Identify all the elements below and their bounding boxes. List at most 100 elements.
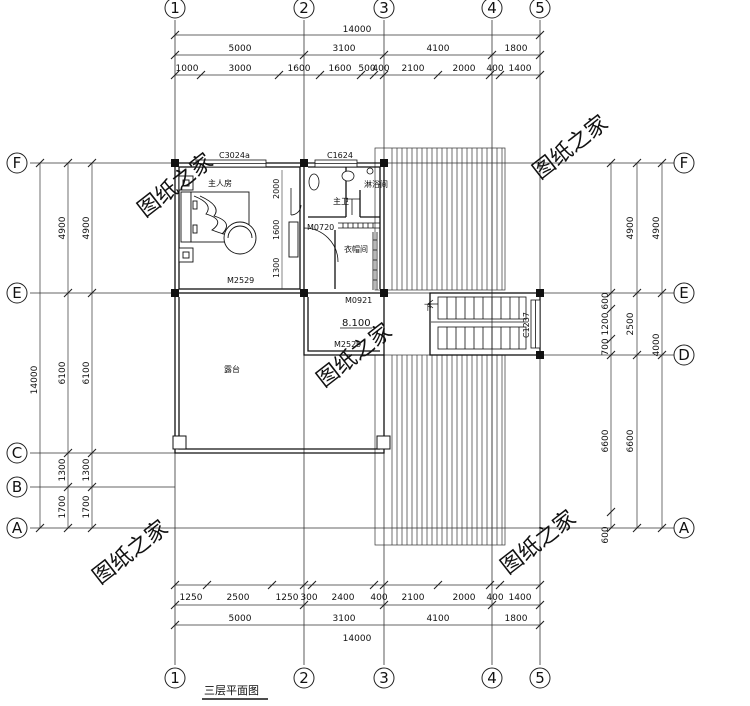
terrace-posts xyxy=(172,435,391,450)
axis-label-3-top: 3 xyxy=(379,0,389,17)
opening-codes: C3024a C1624 C1237 M2529 M2529 M0720 M09… xyxy=(219,151,531,349)
dim-top-detail: 2100 xyxy=(402,64,425,74)
top-dimensions: 14000 5000 3100 4100 1800 1000 3000 1600… xyxy=(176,25,532,74)
dim-right-outer: 4900 xyxy=(652,216,662,239)
roof-lower xyxy=(374,354,506,546)
axis-label-F-right: F xyxy=(680,154,689,172)
dim-top-seg: 4100 xyxy=(427,44,450,54)
dimension-ticks xyxy=(35,30,667,630)
room-shower: 淋浴间 xyxy=(364,179,388,189)
window-code-stair: C1237 xyxy=(522,312,531,338)
axis-label-5-bottom: 5 xyxy=(535,669,545,687)
watermark: 图纸之家 xyxy=(528,111,613,185)
dim-top-detail: 1000 xyxy=(176,64,199,74)
bed xyxy=(178,175,299,263)
axis-label-2-top: 2 xyxy=(299,0,309,17)
window-code-bath: C1624 xyxy=(327,151,353,160)
axis-label-E-right: E xyxy=(679,284,688,302)
axis-labels: 1 2 3 4 5 1 2 3 4 5 F E C B A F E D A xyxy=(12,0,690,687)
dim-top-detail: 400 xyxy=(486,64,503,74)
dim-bottom-total: 14000 xyxy=(343,634,372,644)
drawing-title: 三层平面图 xyxy=(204,684,259,697)
axis-label-2-bottom: 2 xyxy=(299,669,309,687)
dim-bottom-seg: 1800 xyxy=(505,614,528,624)
dim-bottom-detail: 2000 xyxy=(453,593,476,603)
dim-left-total: 14000 xyxy=(30,365,40,394)
dim-top-seg: 1800 xyxy=(505,44,528,54)
bedroom-dim-2000: 2000 xyxy=(272,179,281,199)
dim-top-detail: 500 xyxy=(358,64,375,74)
axis-label-A-left: A xyxy=(12,519,23,537)
dim-top-detail: 1400 xyxy=(509,64,532,74)
dim-top-detail: 2000 xyxy=(453,64,476,74)
stair-direction-label: 下 xyxy=(424,303,432,312)
roof-upper xyxy=(374,147,506,291)
bath-fixtures xyxy=(308,167,374,215)
dim-top-total: 14000 xyxy=(343,25,372,35)
doors xyxy=(215,188,368,352)
dim-bottom-detail: 1400 xyxy=(509,593,532,603)
watermarks: 图纸之家 图纸之家 图纸之家 图纸之家 图纸之家 xyxy=(88,111,613,590)
dim-bottom-seg: 4100 xyxy=(427,614,450,624)
axis-label-1-top: 1 xyxy=(170,0,180,17)
axis-label-A-right: A xyxy=(679,519,690,537)
dim-right-outer: 6600 xyxy=(626,429,636,452)
dimension-lines xyxy=(39,34,663,626)
dim-left-inner: 6100 xyxy=(82,361,92,384)
dim-left-outer: 1700 xyxy=(58,495,68,518)
dim-right-inner: 700 xyxy=(601,338,611,355)
room-closet: 衣帽间 xyxy=(344,244,368,254)
right-dimensions: 4900 2500 4000 6600 4900 600 1200 700 66… xyxy=(601,216,662,543)
axis-bubbles xyxy=(6,0,695,689)
axis-label-C-left: C xyxy=(12,444,22,462)
door-code-hall: M0921 xyxy=(345,296,372,305)
dim-right-inner: 4900 xyxy=(626,216,636,239)
dim-right-inner: 6600 xyxy=(601,429,611,452)
dim-bottom-seg: 3100 xyxy=(333,614,356,624)
dim-left-inner: 1300 xyxy=(82,458,92,481)
columns xyxy=(171,159,544,359)
watermark: 图纸之家 xyxy=(496,506,581,580)
dim-bottom-detail: 300 xyxy=(300,593,317,603)
dim-bottom-seg: 5000 xyxy=(229,614,252,624)
dim-left-outer: 6100 xyxy=(58,361,68,384)
watermark: 图纸之家 xyxy=(88,516,173,590)
dim-right-inner: 1200 xyxy=(601,312,611,335)
room-bathroom: 主卫 xyxy=(333,196,349,206)
dim-bottom-detail: 400 xyxy=(486,593,503,603)
dim-right-inner: 600 xyxy=(601,292,611,309)
bottom-dimensions: 1250 2500 1250 300 2400 400 2100 2000 40… xyxy=(180,593,532,644)
axis-label-4-bottom: 4 xyxy=(487,669,497,687)
axis-label-1-bottom: 1 xyxy=(170,669,180,687)
dim-top-detail: 400 xyxy=(372,64,389,74)
dim-right-inner: 600 xyxy=(601,526,611,543)
room-terrace: 露台 xyxy=(224,364,240,374)
axis-label-F-left: F xyxy=(13,154,22,172)
windows xyxy=(195,159,541,349)
dim-top-detail: 3000 xyxy=(229,64,252,74)
dim-top-detail: 1600 xyxy=(329,64,352,74)
room-master-bedroom: 主人房 xyxy=(208,178,232,188)
door-code-bath: M0720 xyxy=(307,223,334,232)
axis-label-4-top: 4 xyxy=(487,0,497,17)
dim-left-outer: 4900 xyxy=(58,216,68,239)
axis-label-D-right: D xyxy=(678,346,690,364)
left-dimensions: 14000 4900 6100 1300 1700 4900 6100 1300… xyxy=(30,216,92,518)
dim-bottom-detail: 400 xyxy=(370,593,387,603)
axis-label-E-left: E xyxy=(12,284,21,302)
dim-bottom-detail: 2500 xyxy=(227,593,250,603)
axis-label-B-left: B xyxy=(12,478,22,496)
dim-top-seg: 3100 xyxy=(333,44,356,54)
dim-left-inner: 4900 xyxy=(82,216,92,239)
door-code-terrace: M2529 xyxy=(334,340,361,349)
axis-label-3-bottom: 3 xyxy=(379,669,389,687)
stairs xyxy=(426,296,528,350)
dim-left-inner: 1700 xyxy=(82,495,92,518)
elevation-mark: 8.100 xyxy=(342,318,371,329)
dim-top-seg: 5000 xyxy=(229,44,252,54)
dim-bottom-detail: 2400 xyxy=(332,593,355,603)
door-code-bedroom: M2529 xyxy=(227,276,254,285)
dim-bottom-detail: 1250 xyxy=(180,593,203,603)
closet-shelves xyxy=(338,222,380,290)
